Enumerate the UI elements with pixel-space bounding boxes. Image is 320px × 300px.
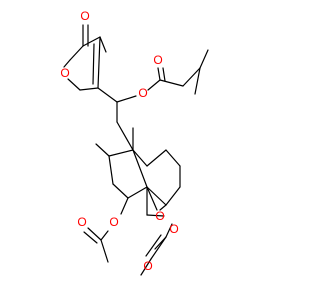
bond: [146, 214, 165, 217]
bond: [145, 234, 162, 257]
bond: [182, 67, 201, 87]
bond: [165, 223, 173, 238]
ester-carbonyl-oxygen-label: O: [153, 53, 162, 67]
bond: [159, 204, 167, 211]
bond: [100, 239, 109, 263]
bond: [82, 36, 101, 47]
acetate-2-oxygen-label: O: [169, 222, 178, 236]
epoxide-oxygen-label: O: [155, 209, 164, 223]
bond: [165, 186, 181, 206]
bond: [159, 79, 184, 87]
bond: [69, 45, 84, 61]
bond: [120, 197, 129, 215]
bond: [116, 121, 134, 151]
bond: [92, 43, 95, 85]
bond: [99, 36, 107, 53]
bond: [116, 95, 137, 103]
bond: [146, 149, 167, 167]
bond: [199, 49, 209, 69]
bond-lines: [63, 24, 209, 276]
bond: [146, 186, 167, 206]
bond: [194, 67, 201, 95]
bond: [100, 230, 109, 241]
lactone-ring-oxygen-label: O: [60, 66, 69, 80]
bond: [79, 87, 99, 91]
bond: [150, 236, 167, 260]
bond: [63, 59, 71, 68]
acetate-1-carbonyl-oxygen-label: O: [77, 215, 86, 229]
bond: [165, 149, 181, 167]
bond: [140, 258, 152, 276]
lactone-carbonyl-oxygen-label: O: [80, 9, 89, 23]
bond: [108, 155, 114, 185]
bond: [146, 186, 158, 211]
ester-oxygen-label: O: [138, 86, 147, 100]
molecule-structure: O O O O O O O O O: [0, 0, 300, 300]
background: [0, 0, 300, 300]
bond: [83, 231, 98, 244]
acetate-2-carbonyl-oxygen-label: O: [143, 259, 152, 273]
bond: [97, 36, 101, 89]
bond: [127, 186, 148, 199]
bond: [97, 87, 118, 103]
bond: [132, 149, 148, 167]
bond: [157, 67, 161, 81]
bond: [112, 183, 129, 199]
bond: [108, 149, 134, 157]
bond: [147, 79, 161, 91]
bond: [67, 78, 81, 91]
bond: [87, 227, 102, 241]
bond: [162, 67, 166, 82]
bond: [95, 143, 110, 157]
bond: [132, 149, 148, 188]
acetate-1-oxygen-label: O: [109, 215, 118, 229]
atom-labels: O O O O O O O O O: [60, 9, 178, 273]
